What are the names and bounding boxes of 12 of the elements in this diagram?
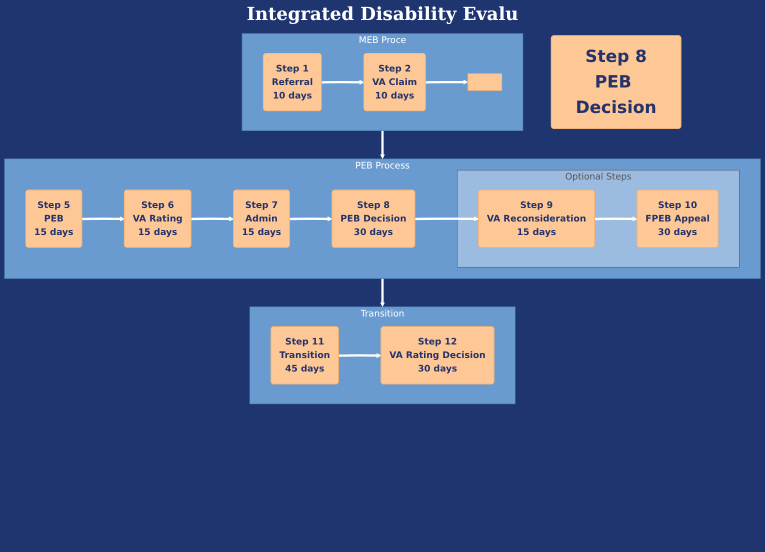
arrow — [380, 278, 385, 307]
arrow — [191, 216, 234, 222]
node-box — [468, 73, 502, 91]
arrow — [338, 353, 382, 358]
arrow — [415, 216, 479, 222]
arrow — [426, 80, 468, 85]
arrow — [322, 80, 364, 85]
arrow — [82, 216, 125, 222]
arrow — [380, 130, 385, 160]
diagram-title: Integrated Disability Evalu — [246, 4, 520, 25]
arrow — [594, 216, 638, 222]
arrow — [290, 216, 332, 222]
